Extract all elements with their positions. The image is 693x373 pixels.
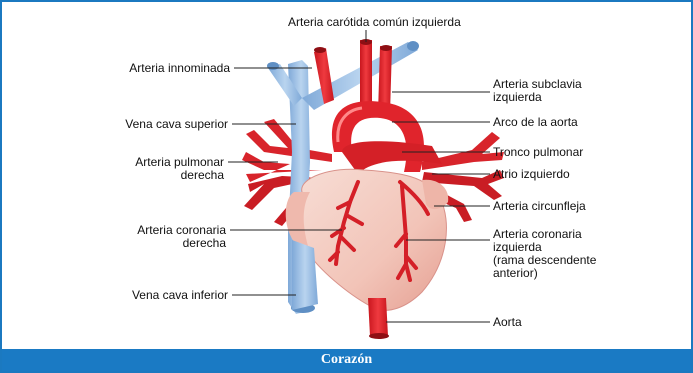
label-pulm-der-line2: derecha — [181, 168, 225, 182]
label-cor-izq-line2: izquierda — [493, 240, 542, 254]
figure-caption: Corazón — [2, 349, 691, 371]
label-cor-izq-line3: (rama descendente — [493, 253, 597, 267]
label-vena-sup: Vena cava superior — [125, 117, 228, 131]
label-arco: Arco de la aorta — [493, 115, 578, 129]
label-vena-inf: Vena cava inferior — [132, 288, 228, 302]
vein-opening-top — [407, 41, 419, 51]
subclavian-opening — [380, 45, 392, 51]
label-innominate: Arteria innominada — [129, 61, 230, 75]
aorta-opening — [369, 333, 389, 339]
label-carotid: Arteria carótida común izquierda — [288, 15, 461, 29]
heart-diagram: Arteria carótida común izquierda Arteria… — [2, 2, 691, 349]
label-tronco: Tronco pulmonar — [493, 145, 583, 159]
label-atrio: Atrio izquierdo — [493, 167, 570, 181]
label-pulm-der-line1: Arteria pulmonar — [135, 155, 224, 169]
vein-opening-left — [267, 62, 279, 70]
label-cor-der-line1: Arteria coronaria — [137, 223, 226, 237]
label-cor-izq-line1: Arteria coronaria — [493, 227, 582, 241]
label-subclavia-line1: Arteria subclavia — [493, 77, 582, 91]
label-cor-der-line2: derecha — [183, 236, 227, 250]
innominate-opening — [314, 47, 326, 53]
inferior-vena-cava — [292, 240, 318, 310]
label-cor-izq-line4: anterior) — [493, 266, 538, 280]
heart-illustration: Arteria carótida común izquierda Arteria… — [2, 2, 691, 349]
label-circunfleja: Arteria circunfleja — [493, 199, 586, 213]
label-subclavia-line2: izquierda — [493, 90, 542, 104]
label-aorta: Aorta — [493, 315, 522, 329]
descending-aorta — [368, 298, 388, 336]
